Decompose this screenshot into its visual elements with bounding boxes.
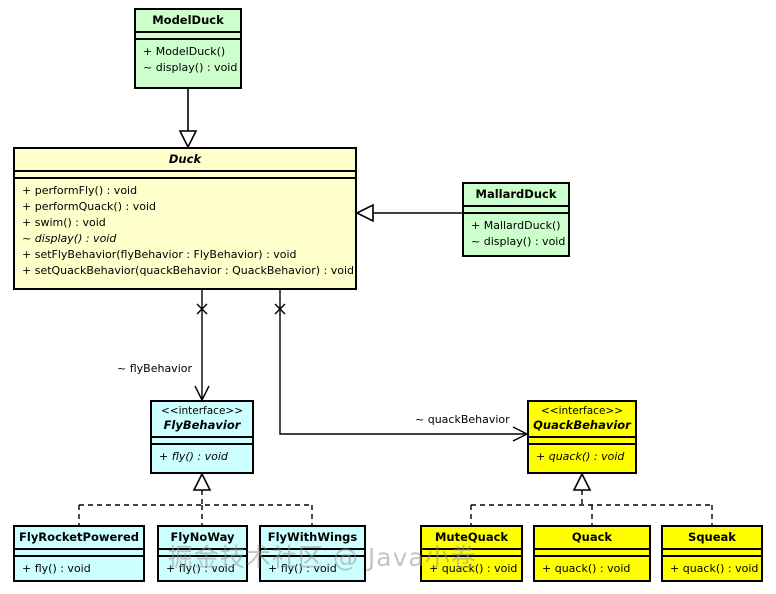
class-header-fly-no-way: FlyNoWay xyxy=(159,527,246,548)
operation-row: + performQuack() : void xyxy=(22,200,156,213)
class-operations-model-duck: + ModelDuck() ~ display() : void xyxy=(136,40,240,80)
class-divider-top-squeak xyxy=(663,548,761,550)
operation-row: + performFly() : void xyxy=(22,184,138,197)
class-divider-bottom-squeak xyxy=(663,555,761,557)
class-name-mallard-duck: MallardDuck xyxy=(475,187,557,201)
class-divider-bottom-mallard-duck xyxy=(464,212,568,214)
class-divider-bottom-quack xyxy=(535,555,649,557)
class-box-fly-behavior[interactable]: <<interface>>FlyBehavior + fly() : void xyxy=(150,400,254,474)
class-operations-duck: + performFly() : void + performQuack() : … xyxy=(15,179,355,283)
class-name-model-duck: ModelDuck xyxy=(152,13,224,27)
operation-row: + swim() : void xyxy=(22,216,106,229)
edge-quackbehavior-realizations xyxy=(470,472,713,525)
edge-modelduck-extends-duck xyxy=(178,89,198,149)
class-operations-fly-rocket-powered: + fly() : void xyxy=(15,557,143,581)
operation-row: + quack() : void xyxy=(542,562,631,575)
class-divider-bottom-duck xyxy=(15,177,355,179)
class-divider-bottom-fly-behavior xyxy=(152,443,252,445)
class-divider-top-duck xyxy=(15,170,355,172)
class-box-quack-behavior[interactable]: <<interface>>QuackBehavior + quack() : vo… xyxy=(527,400,637,474)
class-name-fly-behavior: FlyBehavior xyxy=(163,418,241,432)
class-divider-top-fly-rocket-powered xyxy=(15,548,143,550)
class-divider-top-mute-quack xyxy=(422,548,521,550)
class-name-mute-quack: MuteQuack xyxy=(434,530,509,544)
class-header-fly-rocket-powered: FlyRocketPowered xyxy=(15,527,143,548)
operation-row: + fly() : void xyxy=(268,562,337,575)
operation-row: + quack() : void xyxy=(536,450,625,463)
class-operations-fly-no-way: + fly() : void xyxy=(159,557,246,581)
operation-row: ~ display() : void xyxy=(22,232,117,245)
class-header-mute-quack: MuteQuack xyxy=(422,527,521,548)
operation-row: + setQuackBehavior(quackBehavior : Quack… xyxy=(22,264,355,277)
class-operations-mute-quack: + quack() : void xyxy=(422,557,521,581)
class-box-squeak[interactable]: Squeak + quack() : void xyxy=(661,525,763,582)
class-header-duck: Duck xyxy=(15,149,355,170)
class-divider-bottom-mute-quack xyxy=(422,555,521,557)
class-divider-top-fly-no-way xyxy=(159,548,246,550)
operation-row: + quack() : void xyxy=(670,562,759,575)
class-operations-mallard-duck: + MallardDuck() ~ display() : void xyxy=(464,214,568,254)
class-divider-bottom-model-duck xyxy=(136,38,240,40)
class-name-fly-with-wings: FlyWithWings xyxy=(267,530,358,544)
class-box-fly-rocket-powered[interactable]: FlyRocketPowered + fly() : void xyxy=(13,525,145,582)
edge-label-fly-behavior-role: ~ flyBehavior xyxy=(117,362,192,375)
class-header-model-duck: ModelDuck xyxy=(136,10,240,31)
class-divider-top-quack-behavior xyxy=(529,436,635,438)
class-operations-quack: + quack() : void xyxy=(535,557,649,581)
operation-row: + MallardDuck() xyxy=(471,219,561,232)
class-divider-top-fly-with-wings xyxy=(261,548,364,550)
class-header-quack: Quack xyxy=(535,527,649,548)
edge-flybehavior-realizations xyxy=(78,472,313,525)
class-header-fly-with-wings: FlyWithWings xyxy=(261,527,364,548)
class-operations-fly-behavior: + fly() : void xyxy=(152,445,252,469)
class-name-duck: Duck xyxy=(168,152,202,166)
class-divider-top-model-duck xyxy=(136,31,240,33)
class-box-mute-quack[interactable]: MuteQuack + quack() : void xyxy=(420,525,523,582)
class-name-quack: Quack xyxy=(571,530,613,544)
class-name-quack-behavior: QuackBehavior xyxy=(533,418,631,432)
operation-row: ~ display() : void xyxy=(471,235,566,248)
class-box-duck[interactable]: Duck + performFly() : void + performQuack(… xyxy=(13,147,357,290)
operation-row: + ModelDuck() xyxy=(143,45,226,58)
class-divider-bottom-fly-no-way xyxy=(159,555,246,557)
edge-duck-has-flybehavior xyxy=(194,290,210,402)
edge-label-quack-behavior-role: ~ quackBehavior xyxy=(415,413,510,426)
class-box-fly-with-wings[interactable]: FlyWithWings + fly() : void xyxy=(259,525,366,582)
class-divider-bottom-fly-with-wings xyxy=(261,555,364,557)
class-stereotype-fly-behavior: <<interface>> xyxy=(160,405,244,417)
edge-mallardduck-extends-duck xyxy=(355,203,462,223)
class-name-squeak: Squeak xyxy=(688,530,736,544)
class-header-mallard-duck: MallardDuck xyxy=(464,184,568,205)
class-divider-top-quack xyxy=(535,548,649,550)
class-stereotype-quack-behavior: <<interface>> xyxy=(540,405,624,417)
class-header-fly-behavior: <<interface>>FlyBehavior xyxy=(152,402,252,436)
class-box-fly-no-way[interactable]: FlyNoWay + fly() : void xyxy=(157,525,248,582)
operation-row: ~ display() : void xyxy=(143,61,238,74)
class-divider-top-mallard-duck xyxy=(464,205,568,207)
operation-row: + setFlyBehavior(flyBehavior : FlyBehavi… xyxy=(22,248,297,261)
class-header-squeak: Squeak xyxy=(663,527,761,548)
class-operations-squeak: + quack() : void xyxy=(663,557,761,581)
class-box-mallard-duck[interactable]: MallardDuck + MallardDuck() ~ display() : … xyxy=(462,182,570,257)
class-operations-quack-behavior: + quack() : void xyxy=(529,445,635,469)
class-box-model-duck[interactable]: ModelDuck + ModelDuck() ~ display() : void xyxy=(134,8,242,89)
class-name-fly-no-way: FlyNoWay xyxy=(170,530,235,544)
class-divider-bottom-fly-rocket-powered xyxy=(15,555,143,557)
operation-row: + fly() : void xyxy=(159,450,228,463)
class-header-quack-behavior: <<interface>>QuackBehavior xyxy=(529,402,635,436)
operation-row: + quack() : void xyxy=(429,562,518,575)
class-divider-bottom-quack-behavior xyxy=(529,443,635,445)
class-box-quack[interactable]: Quack + quack() : void xyxy=(533,525,651,582)
class-name-fly-rocket-powered: FlyRocketPowered xyxy=(19,530,139,544)
class-operations-fly-with-wings: + fly() : void xyxy=(261,557,364,581)
operation-row: + fly() : void xyxy=(22,562,91,575)
operation-row: + fly() : void xyxy=(166,562,235,575)
class-divider-top-fly-behavior xyxy=(152,436,252,438)
